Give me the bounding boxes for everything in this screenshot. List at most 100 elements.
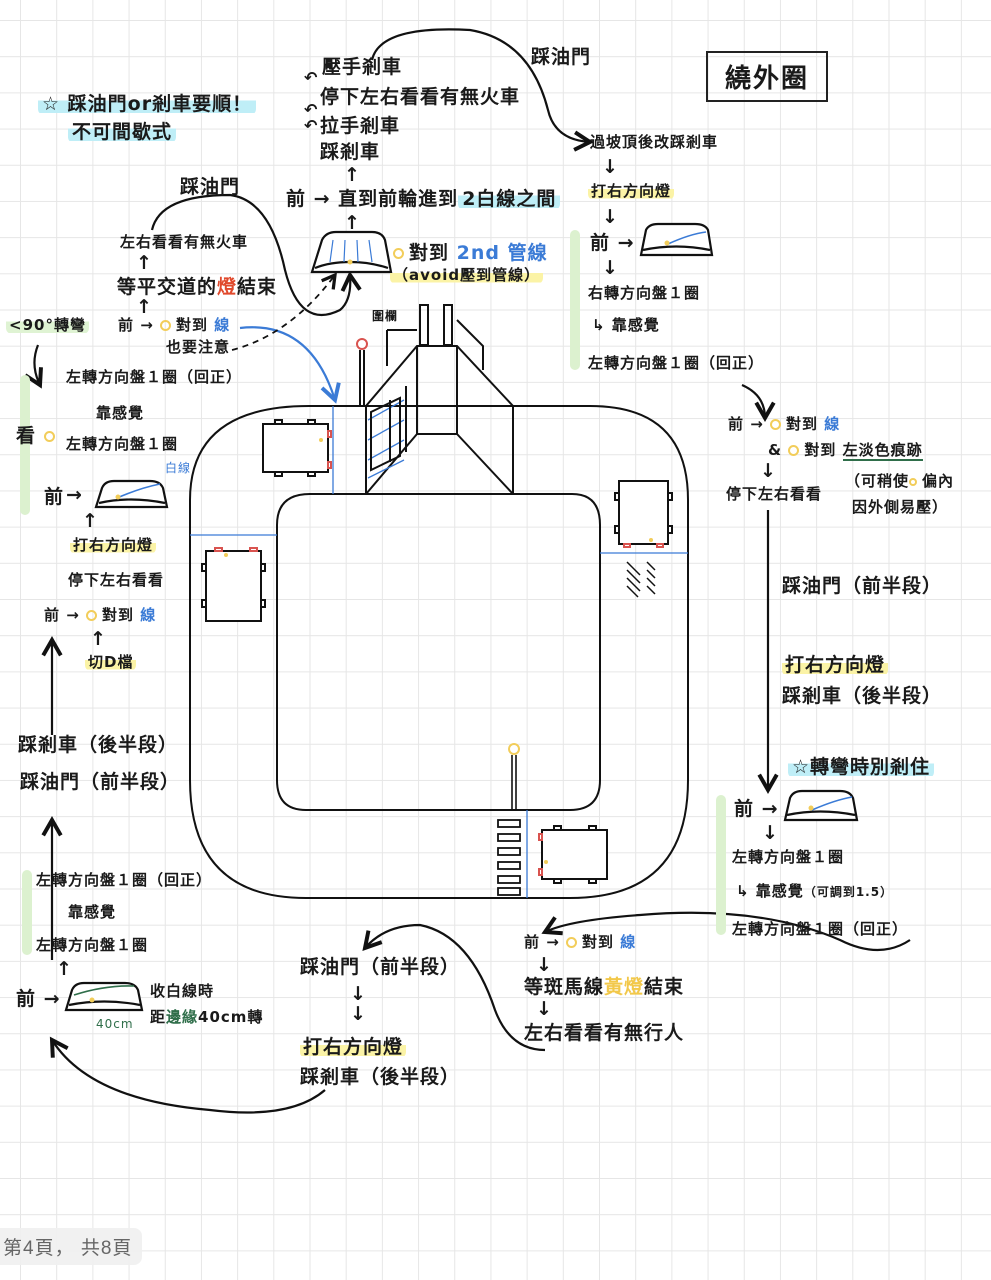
step-left-turn-reset-bottom: 左轉方向盤１圈（回正） xyxy=(36,871,213,889)
mirror-view-top xyxy=(310,230,393,274)
step-align-mark: & 對到 左淡色痕跡 xyxy=(768,441,923,461)
label-railing: 圍欄 xyxy=(372,309,399,323)
down-arrow-1: ↓ xyxy=(602,156,619,178)
mirror-view-right-top xyxy=(639,222,714,257)
tip-line-1: ☆ 踩油門or剎車要順！ xyxy=(38,93,257,115)
highlight-left-top xyxy=(20,375,30,515)
step-forward-mirror-left: 前 xyxy=(44,486,65,508)
step-left-turn-1: 左轉方向盤１圈 xyxy=(66,435,179,453)
step-throttle-first-half-bottom: 踩油門（前半段） xyxy=(300,956,461,978)
arrow-throttle-left xyxy=(150,193,362,316)
step-right-signal-bottom: 打右方向燈 xyxy=(300,1036,407,1058)
step-forward-align-left: 前 → 對到 線 xyxy=(44,606,157,624)
up-arrow-1: ↑ xyxy=(344,164,361,186)
note-outer-easy-press: 因外側易壓） xyxy=(852,498,949,516)
highlight-right-top xyxy=(570,230,580,370)
small-arrows-left: ↶↶↶ xyxy=(304,68,319,135)
arrow-blue-line-hint xyxy=(239,326,341,404)
tip-line-2: 不可間歇式 xyxy=(68,121,177,143)
step-stop-look-train: 停下左右看看有無火車 xyxy=(320,86,521,108)
step-by-feel-right-bottom: ↳ 靠感覺（可調到1.5） xyxy=(736,882,894,900)
arrow-to-mirror-left: → xyxy=(66,484,83,506)
step-left-turn-reset-right-top: 左轉方向盤１圈（回正） xyxy=(588,354,765,372)
step-forward-align-line: 前 → 對到 線 xyxy=(118,316,231,334)
arrow-bottom-left-loop xyxy=(49,1036,326,1114)
track-inner-island xyxy=(276,493,601,811)
note-also-attention: 也要注意 xyxy=(166,338,231,356)
step-right-signal-right: 打右方向燈 xyxy=(782,654,889,676)
step-wait-zebra-light: 等斑馬線黃燈結束 xyxy=(524,976,685,998)
step-pull-handbrake: 拉手剎車 xyxy=(320,115,401,137)
down-arrow-5: ↓ xyxy=(762,822,779,844)
step-left-turn-reset: 左轉方向盤１圈（回正） xyxy=(66,368,243,386)
step-forward-right-bottom: 前 → xyxy=(734,798,779,820)
step-throttle-first-half-right: 踩油門（前半段） xyxy=(782,575,943,597)
up-arrow-4: ↑ xyxy=(136,296,153,318)
arrow-bottom-wave xyxy=(362,923,546,1052)
step-by-feel: 靠感覺 xyxy=(96,404,145,422)
railroad-crossing xyxy=(360,304,514,495)
down-arrow-4: ↓ xyxy=(760,460,777,482)
step-left-turn-1-right-bottom: 左轉方向盤１圈 xyxy=(732,848,845,866)
step-look-train: 左右看看有無火車 xyxy=(120,233,249,251)
note-slightly-inside: （可稍使偏內 xyxy=(845,472,955,490)
page-indicator: 第4頁， 共8頁 xyxy=(0,1228,143,1265)
step-stop-look-left: 停下左右看看 xyxy=(68,571,165,589)
mirror-view-left xyxy=(94,479,169,509)
label-throttle-left: 踩油門 xyxy=(180,176,241,198)
step-brake-second-half-bottom: 踩剎車（後半段） xyxy=(300,1066,461,1088)
signal-pole-top xyxy=(356,338,368,406)
page-title: 繞外圈 xyxy=(706,51,828,102)
down-arrow-2: ↓ xyxy=(602,206,619,228)
step-stop-look-right: 停下左右看看 xyxy=(726,485,823,503)
arrow-throttle-top xyxy=(370,28,594,152)
track-outer-edge xyxy=(189,405,689,899)
up-arrow-7: ↑ xyxy=(56,958,73,980)
warn-no-stop-turning: ☆轉彎時別剎住 xyxy=(788,756,935,778)
step-wait-light: 等平交道的燈結束 xyxy=(117,276,278,298)
step-right-signal-top: 打右方向燈 xyxy=(588,182,675,200)
label-turn-under-90: <90°轉彎 xyxy=(6,316,89,334)
label-white-line: 白線 xyxy=(165,461,192,475)
step-by-feel-right-top: ↳ 靠感覺 xyxy=(592,316,660,334)
crossing-gate xyxy=(367,399,405,479)
car-bottom xyxy=(538,825,608,884)
step-brake-second-half-left: 踩剎車（後半段） xyxy=(18,734,179,756)
label-look: 看 xyxy=(16,427,60,446)
up-arrow-3: ↑ xyxy=(136,252,153,274)
tire-marks xyxy=(626,561,656,598)
arrow-dashed-note xyxy=(231,272,337,351)
hint-distance-edge: 距邊緣40cm轉 xyxy=(150,1008,264,1026)
step-by-feel-bottom: 靠感覺 xyxy=(68,903,117,921)
step-look-pedestrian: 左右看看有無行人 xyxy=(524,1022,685,1044)
step-align-2nd-pipe: 對到 2nd 管線 xyxy=(393,244,548,263)
stop-lines xyxy=(190,406,688,898)
highlight-left-bottom xyxy=(22,870,32,955)
label-throttle-top: 踩油門 xyxy=(531,46,592,68)
signal-pole-bottom xyxy=(508,743,520,810)
note-avoid-pipe: （avoid壓到管線） xyxy=(390,266,544,284)
star-icon: ☆ xyxy=(792,756,811,778)
star-icon: ☆ xyxy=(42,93,61,115)
down-arrow-8: ↓ xyxy=(350,983,367,1005)
highlight-right-bottom xyxy=(716,795,726,935)
step-forward-right-top: 前 → xyxy=(590,232,635,254)
zebra-crossing xyxy=(497,819,521,896)
mirror-view-right-bottom xyxy=(783,789,859,822)
step-left-turn-reset-right-bottom: 左轉方向盤１圈（回正） xyxy=(732,920,909,938)
step-forward-align-bottom: 前 → 對到 線 xyxy=(524,933,637,951)
down-arrow-6: ↓ xyxy=(536,954,553,976)
step-forward-bottom-left: 前 → xyxy=(16,988,61,1010)
up-arrow-2: ↑ xyxy=(344,212,361,234)
down-arrow-9: ↓ xyxy=(350,1003,367,1025)
car-top xyxy=(262,419,332,477)
step-left-turn-1-bottom: 左轉方向盤１圈 xyxy=(36,936,149,954)
down-arrow-3: ↓ xyxy=(602,257,619,279)
down-arrow-7: ↓ xyxy=(536,998,553,1020)
step-brake-second-half-right: 踩剎車（後半段） xyxy=(782,685,943,707)
step-brake: 踩剎車 xyxy=(320,141,381,163)
step-press-handbrake: 壓手剎車 xyxy=(322,56,403,78)
label-40cm: 40cm xyxy=(96,1017,134,1031)
